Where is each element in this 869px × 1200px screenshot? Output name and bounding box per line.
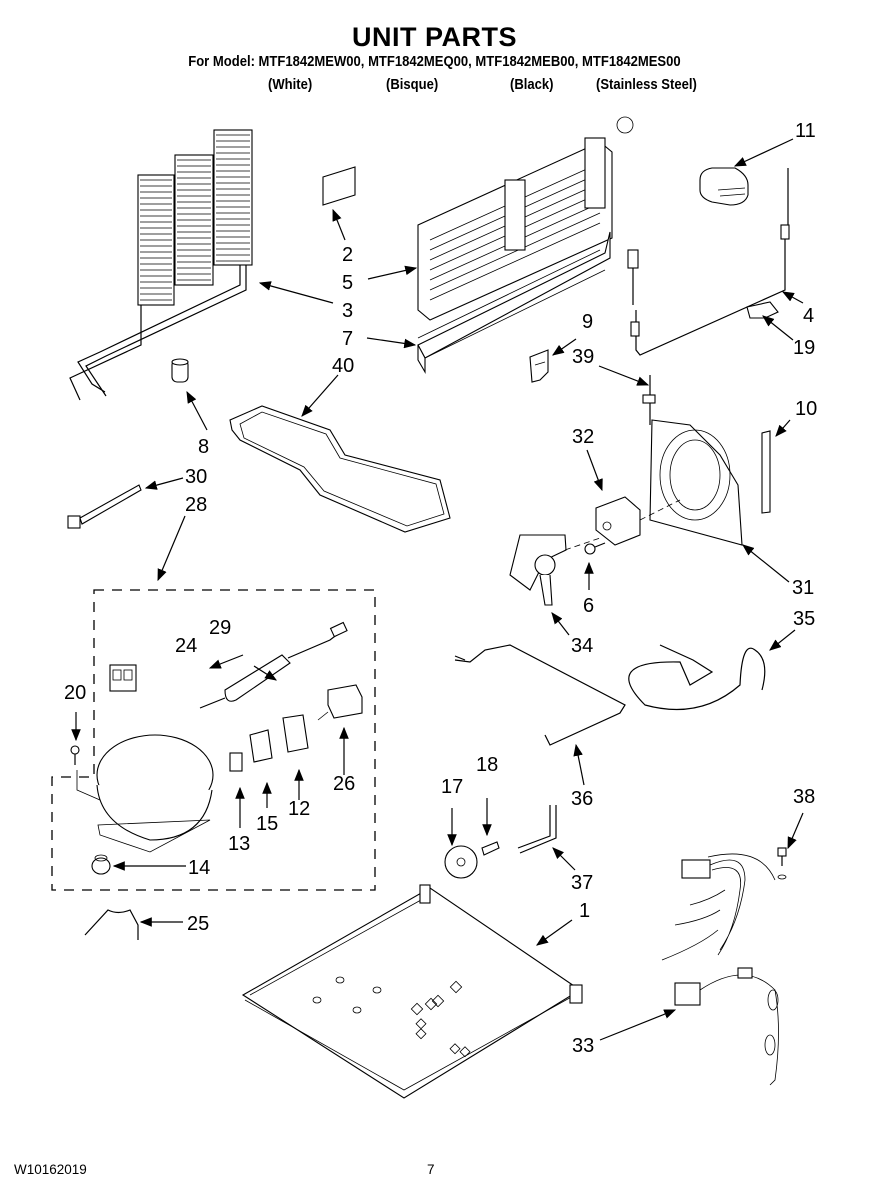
- cable-tie: [67, 484, 142, 529]
- callout-30: 30: [185, 466, 207, 488]
- callout-5: 5: [342, 272, 353, 294]
- page-number: 7: [427, 1162, 435, 1177]
- ground-screw: [777, 847, 787, 880]
- color-bisque: (Bisque): [386, 77, 439, 93]
- foam-strip: [761, 430, 771, 514]
- callout-35: 35: [793, 608, 815, 630]
- mounting-bolt: [70, 745, 101, 801]
- rubber-grommet: [91, 854, 111, 875]
- callout-37: 37: [571, 872, 593, 894]
- model-list: For Model: MTF1842MEW00, MTF1842MEQ00, M…: [188, 54, 681, 70]
- callout-1: 1: [579, 900, 590, 922]
- callout-32: 32: [572, 426, 594, 448]
- callout-20: 20: [64, 682, 86, 704]
- callout-4: 4: [803, 305, 814, 327]
- compressor: [96, 734, 214, 853]
- callout-29: 29: [209, 617, 231, 639]
- thermistor-wire: [627, 168, 790, 356]
- callout-10: 10: [795, 398, 817, 420]
- screw: [584, 542, 606, 555]
- evaporator: [417, 116, 634, 321]
- callout-11: 11: [795, 120, 816, 142]
- compressor-assembly: [51, 589, 376, 891]
- start-device: [229, 752, 243, 772]
- callout-3: 3: [342, 300, 353, 322]
- fan-blade: [509, 534, 601, 606]
- color-white: (White): [268, 77, 313, 93]
- callout-28: 28: [185, 494, 207, 516]
- callout-8: 8: [198, 436, 209, 458]
- condenser-coil: [69, 129, 253, 401]
- callout-31: 31: [792, 577, 814, 599]
- page-title: UNIT PARTS: [352, 22, 517, 52]
- capacitor-cylinder: [171, 358, 189, 383]
- mounting-bracket: [529, 349, 549, 383]
- defrost-drain-trough: [417, 231, 611, 375]
- callout-39: 39: [572, 346, 594, 368]
- callout-36: 36: [571, 788, 593, 810]
- filter-drier: [199, 621, 348, 709]
- document-id: W10162019: [14, 1162, 87, 1177]
- roller-axle: [481, 841, 500, 856]
- water-tube: [454, 644, 626, 746]
- callout-13: 13: [228, 833, 250, 855]
- callout-9: 9: [582, 311, 593, 333]
- wire-harness: [661, 853, 779, 1086]
- drain-hose: [517, 805, 557, 854]
- drain-pan: [229, 405, 451, 533]
- relay: [109, 664, 137, 692]
- wire-clip: [746, 301, 779, 319]
- callout-2: 2: [342, 244, 353, 266]
- callout-40: 40: [332, 355, 354, 377]
- insulation-pad: [322, 166, 356, 206]
- callout-6: 6: [583, 595, 594, 617]
- sensor-cap: [699, 167, 749, 206]
- callout-34: 34: [571, 635, 593, 657]
- callout-labels: 2 5 3 7 40 8 30 28 9 39 11 4 19 10 32 31…: [64, 120, 817, 1057]
- callout-7: 7: [342, 328, 353, 350]
- callout-26: 26: [333, 773, 355, 795]
- callout-12: 12: [288, 798, 310, 820]
- callout-25: 25: [187, 913, 209, 935]
- roller-wheel: [444, 845, 478, 879]
- terminal-cover: [282, 714, 309, 753]
- callout-17: 17: [441, 776, 463, 798]
- callout-24: 24: [175, 635, 197, 657]
- overload-protector: [249, 729, 273, 763]
- callout-38: 38: [793, 786, 815, 808]
- callout-15: 15: [256, 813, 278, 835]
- base-frame: [241, 884, 583, 1099]
- callout-18: 18: [476, 754, 498, 776]
- color-stainless-steel: (Stainless Steel): [596, 77, 697, 93]
- callout-19: 19: [793, 337, 815, 359]
- drain-tube: [628, 644, 766, 711]
- evaporator-fan-motor: [595, 496, 681, 546]
- callout-14: 14: [188, 857, 210, 879]
- leader-lines: [71, 138, 804, 1041]
- wire-connector: [317, 684, 363, 721]
- fan-shroud: [642, 375, 743, 546]
- spring-clip: [84, 909, 139, 940]
- color-black: (Black): [510, 77, 554, 93]
- callout-33: 33: [572, 1035, 594, 1057]
